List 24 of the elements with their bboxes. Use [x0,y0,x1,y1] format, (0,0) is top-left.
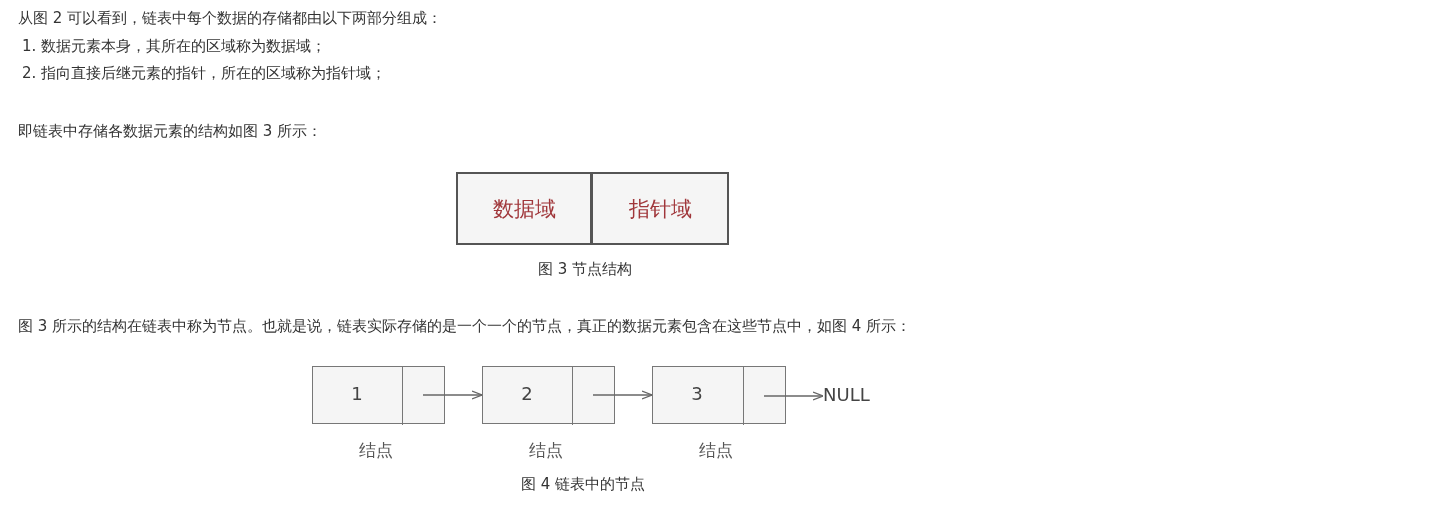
paragraph: 即链表中存储各数据元素的结构如图 3 所示： [18,121,323,141]
field-cell [591,172,729,245]
list-node-box [482,366,615,424]
field-cell [456,172,592,245]
paragraph: 2. 指向直接后继元素的指针，所在的区域称为指针域； [22,63,387,83]
arrow [592,390,653,400]
node-caption: 结点 [358,439,393,462]
node-value: 3 [690,383,704,404]
field-name: 数据域 [491,195,557,223]
node-value: 1 [350,383,364,404]
list-node-box [652,366,786,424]
list-node-box [312,366,445,424]
node-value: 2 [520,383,534,404]
paragraph: 从图 2 可以看到，链表中每个数据的存储都由以下两部分组成： [18,8,443,28]
arrow [763,391,824,401]
node-caption: 结点 [528,439,563,462]
arrow [422,390,483,400]
null-text: NULL [823,384,870,405]
figure-caption: 图 4 链表中的节点 [521,474,646,494]
node-caption: 结点 [699,439,733,462]
paragraph: 图 3 所示的结构在链表中称为节点。也就是说，链表实际存储的是一个一个的节点，真正的数据元素包含在这些节点中，如图 4 所示： [18,316,912,336]
figure-caption: 图 3 节点结构 [538,259,633,279]
field-name: 指针域 [627,195,693,223]
paragraph: 1. 数据元素本身，其所在的区域称为数据域； [22,36,327,56]
